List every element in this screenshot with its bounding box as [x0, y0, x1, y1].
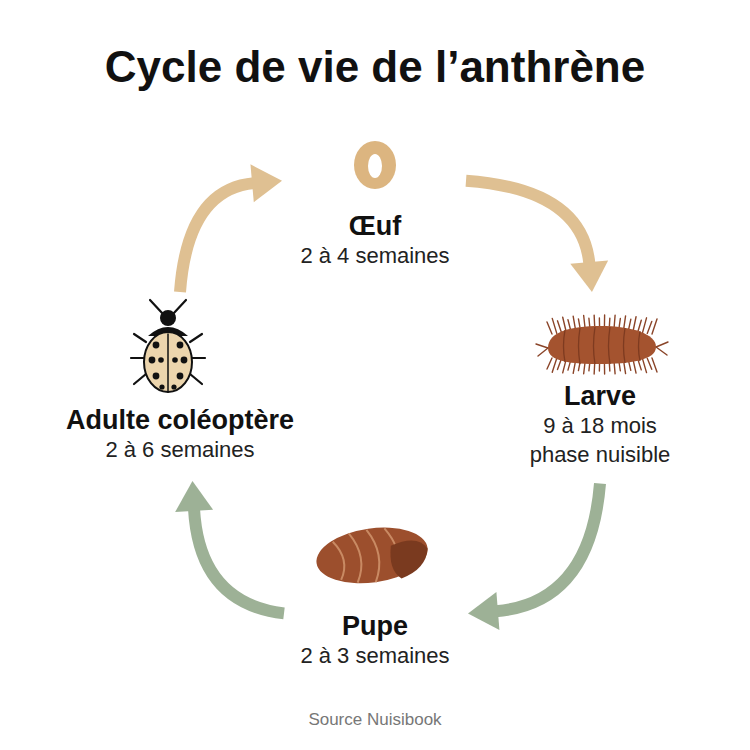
- stage-name: Pupe: [300, 610, 450, 642]
- stage-detail: 2 à 3 semaines: [300, 642, 450, 671]
- cycle-arrow: [180, 164, 282, 292]
- stage-node: Pupe2 à 3 semaines: [290, 515, 460, 679]
- arrow-line: [496, 484, 600, 612]
- stage-detail: 2 à 4 semaines: [300, 242, 450, 271]
- arrow-head: [250, 164, 282, 202]
- stage-node: Œuf2 à 4 semaines: [290, 130, 460, 279]
- stage-node: Larve9 à 18 moisphase nuisible: [520, 300, 681, 478]
- stage-detail: 9 à 18 mois: [530, 412, 671, 441]
- arrow-line: [180, 183, 254, 292]
- diagram-title: Cycle de vie de l’anthrène: [0, 42, 750, 92]
- stage-detail: 2 à 6 semaines: [66, 436, 295, 465]
- stage-detail: phase nuisible: [530, 441, 671, 470]
- arrow-line: [466, 181, 589, 264]
- stage-name: Adulte coléoptère: [66, 404, 295, 436]
- source-caption: Source Nuisibook: [0, 710, 750, 730]
- stage-name: Larve: [530, 380, 671, 412]
- larva-icon: [536, 315, 668, 374]
- arrow-head: [570, 260, 608, 292]
- arrow-head: [175, 481, 213, 512]
- cycle-arrow: [175, 481, 284, 613]
- stage-name: Œuf: [300, 210, 450, 242]
- cycle-arrow: [466, 181, 608, 292]
- arrow-line: [194, 509, 284, 613]
- pupa-icon: [313, 521, 431, 590]
- stage-node: Adulte coléoptère2 à 6 semaines: [56, 298, 305, 473]
- cycle-arrow: [468, 484, 600, 630]
- egg-icon: [354, 141, 396, 189]
- arrow-head: [468, 592, 499, 630]
- beetle-icon: [131, 300, 205, 392]
